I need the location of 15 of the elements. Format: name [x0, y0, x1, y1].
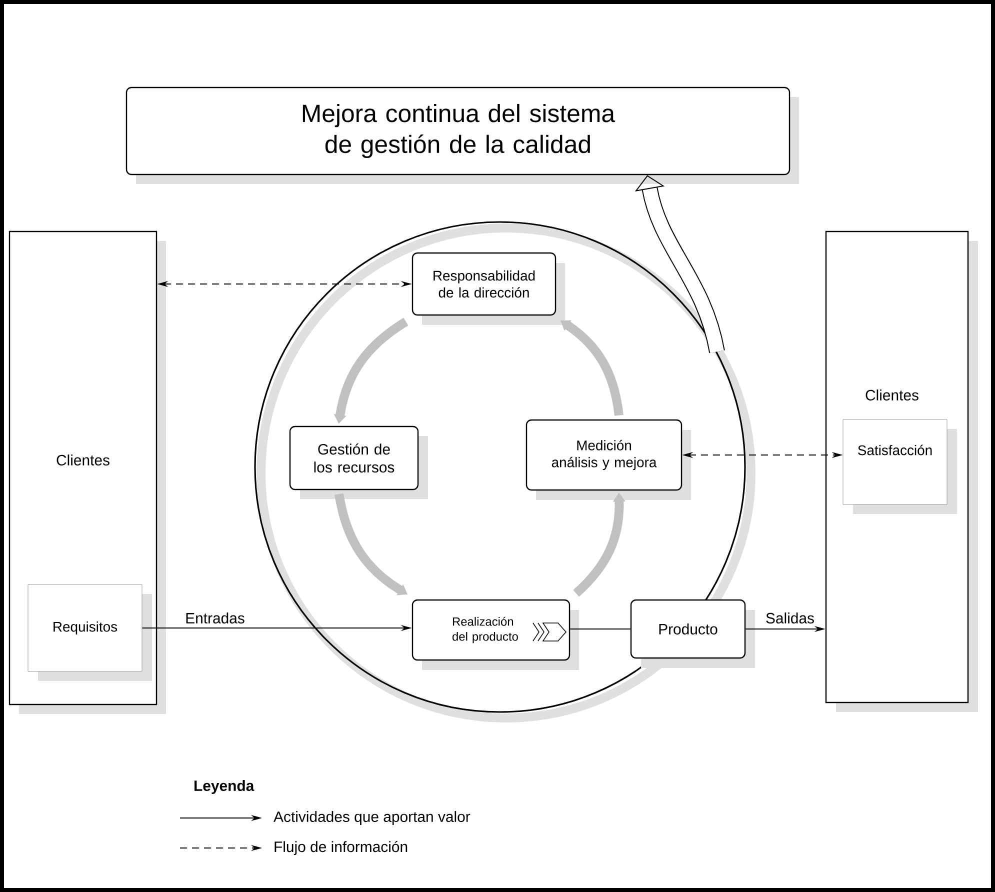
satisfaction-box: Satisfacción [842, 419, 957, 514]
block-arrow [634, 175, 725, 354]
process-box: Gestión de los recursos [289, 426, 428, 499]
legend-title: Leyenda [194, 780, 254, 794]
legend-text: Flujo de información [274, 840, 408, 856]
process-box: Responsabilidad de la dirección [412, 252, 565, 325]
legend-text: Actividades que aportan valor [274, 811, 470, 825]
product-box: Producto [630, 599, 755, 668]
edge-label: Salidas [764, 612, 816, 624]
process-circle [254, 221, 756, 722]
title-box: Mejora continua del sistema de gestión de la calidad [126, 86, 799, 184]
process-box: Realización del producto [412, 599, 579, 670]
edge-label: Entradas [184, 612, 246, 624]
process-box: Medición análisis y mejora [526, 419, 691, 500]
requirement-box: Requisitos [28, 584, 152, 681]
